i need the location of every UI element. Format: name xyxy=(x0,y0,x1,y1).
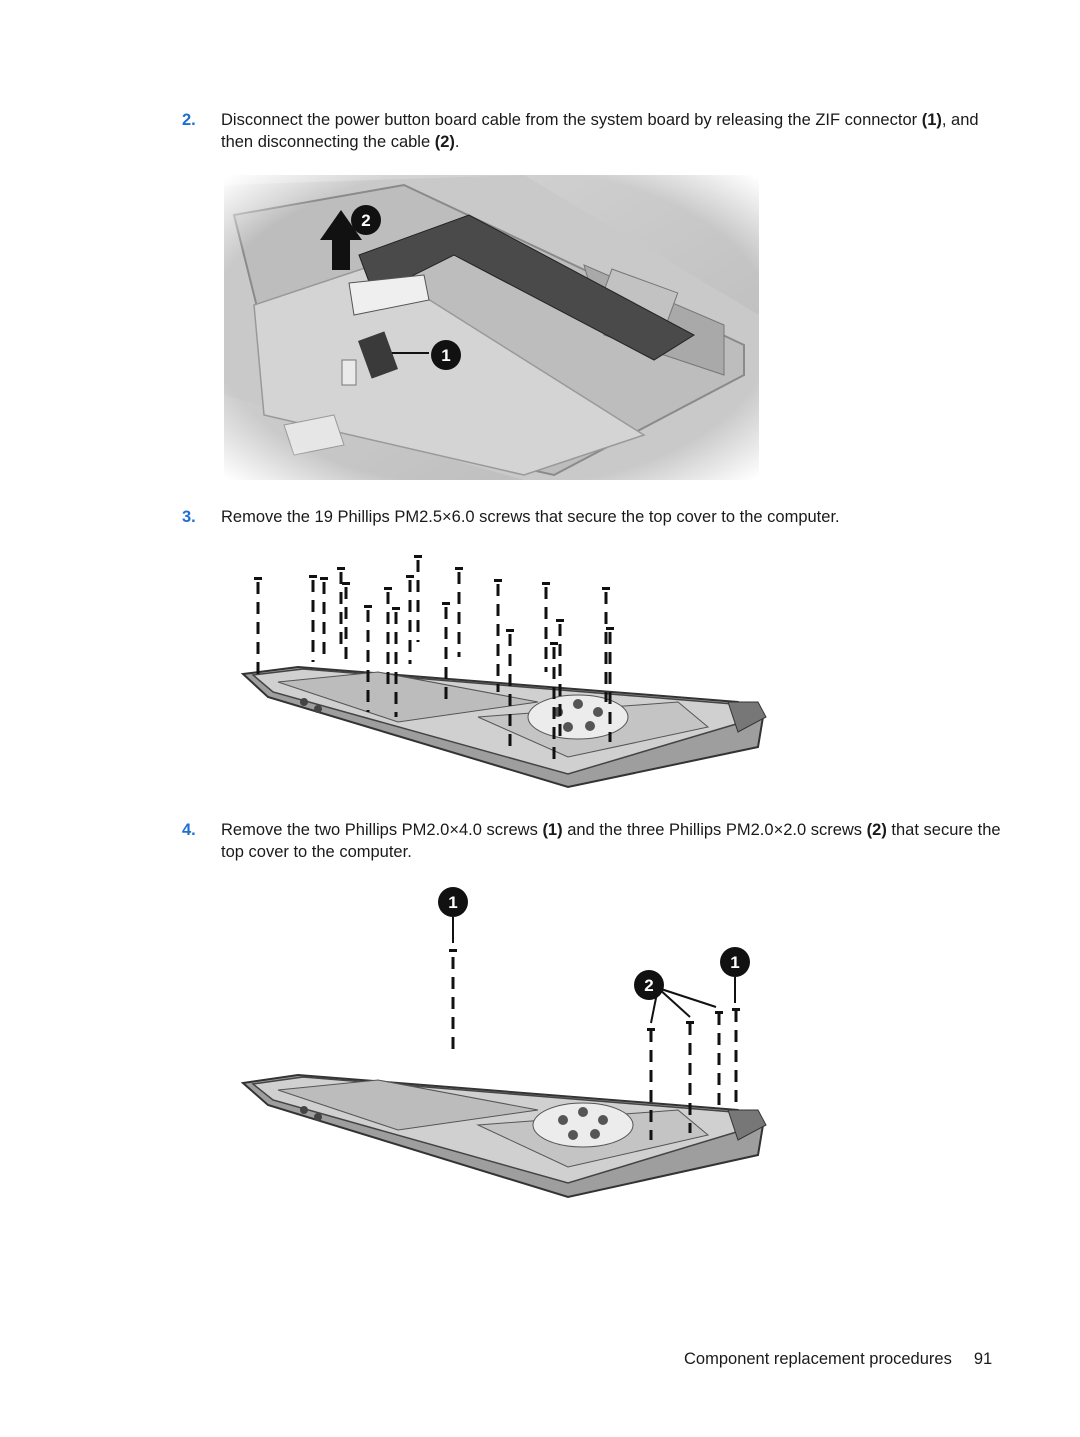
callout-badge xyxy=(438,887,468,917)
callout-ref: (2) xyxy=(866,821,887,839)
callout-label: 1 xyxy=(448,893,457,912)
callout-label: 1 xyxy=(730,953,739,972)
step-number: 2. xyxy=(182,111,196,129)
callout-badge xyxy=(351,205,381,235)
callout-ref: (2) xyxy=(434,133,455,151)
callout-badge xyxy=(431,340,461,370)
callout-badge xyxy=(720,947,750,977)
callout-badge xyxy=(634,970,664,1000)
step-text: Remove the 19 Phillips PM2.5×6.0 screws … xyxy=(221,508,840,526)
callout-label: 2 xyxy=(361,211,370,230)
step-number: 4. xyxy=(182,821,196,839)
figure-bottom-screws: 1 2 1 xyxy=(238,885,770,1205)
callout-label: 1 xyxy=(441,346,450,365)
page-number: 91 xyxy=(973,1350,993,1368)
page-footer: Component replacement procedures 91 xyxy=(684,1350,992,1369)
figure-cable-disconnect: 2 1 xyxy=(224,175,759,480)
figure-top-cover-screws xyxy=(238,552,770,792)
step-text: Disconnect the power button board cable … xyxy=(221,111,979,151)
step-number: 3. xyxy=(182,508,196,526)
callout-ref: (1) xyxy=(921,111,942,129)
callout-label: 2 xyxy=(644,976,653,995)
step-text: Remove the two Phillips PM2.0×4.0 screws… xyxy=(221,821,1001,861)
callout-ref: (1) xyxy=(542,821,563,839)
footer-section-title: Component replacement procedures xyxy=(684,1350,952,1368)
